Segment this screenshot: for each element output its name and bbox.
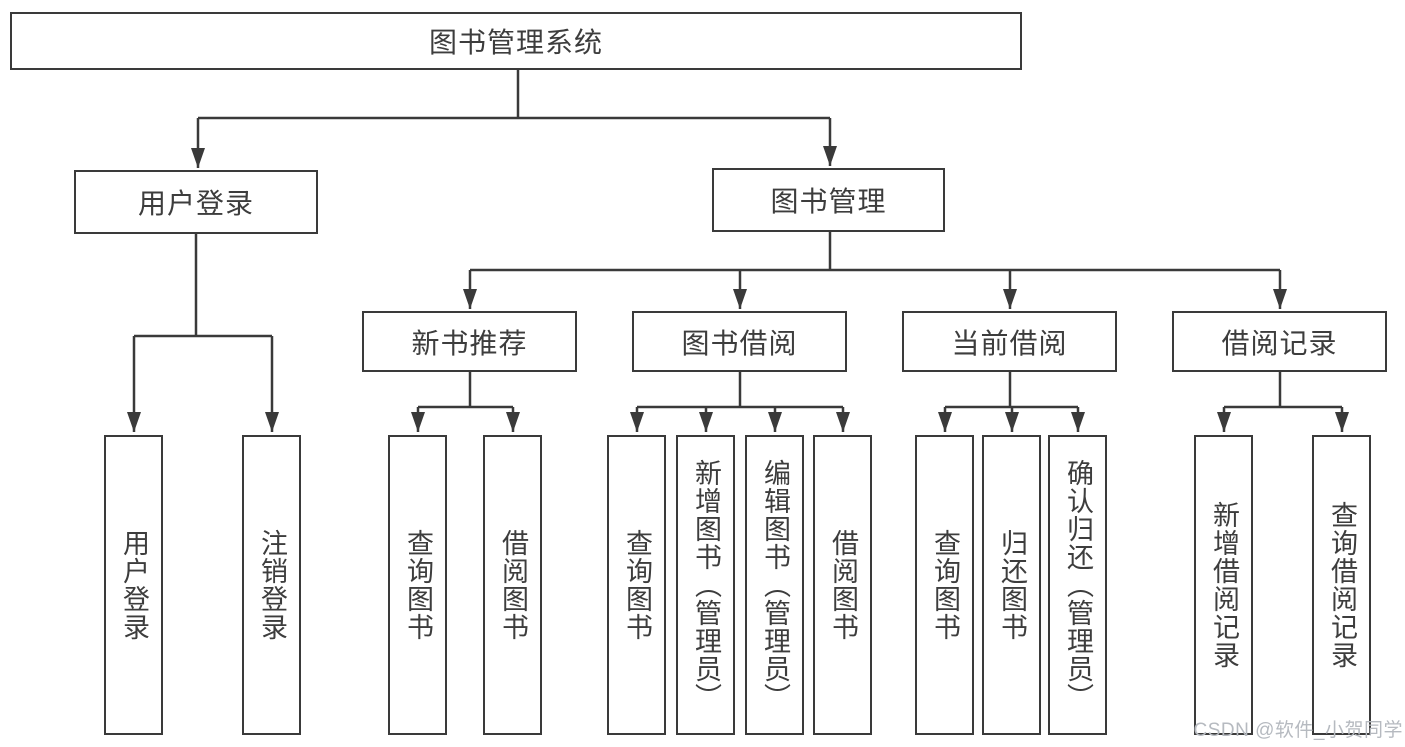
node-label: 编辑图书（管理员） [760,459,790,711]
node-label: 用户登录 [137,188,254,219]
node-label: 图书管理 [770,186,887,217]
node-recommend-borrow-book: 借阅图书 [483,435,542,735]
node-borrowing-edit-book-admin: 编辑图书（管理员） [745,435,804,735]
node-label: 图书借阅 [681,327,798,359]
node-leaf-logout: 注销登录 [242,435,301,735]
node-borrow-records: 借阅记录 [1172,311,1387,372]
node-leaf-user-login: 用户登录 [104,435,163,735]
node-borrowing-query-book: 查询图书 [607,435,666,735]
node-new-book-recommend: 新书推荐 [362,311,577,372]
node-label: 新增图书（管理员） [691,459,721,711]
node-borrowing-borrow-book: 借阅图书 [813,435,872,735]
node-label: 当前借阅 [951,327,1068,359]
node-current-query-book: 查询图书 [915,435,974,735]
node-borrowing-add-book-admin: 新增图书（管理员） [676,435,735,735]
node-current-return-book: 归还图书 [982,435,1041,735]
node-current-borrowing: 当前借阅 [902,311,1117,372]
node-current-confirm-return-admin: 确认归还（管理员） [1048,435,1107,735]
node-label: 借阅记录 [1221,327,1338,359]
node-label: 确认归还（管理员） [1063,459,1093,711]
node-label: 查询图书 [622,529,652,641]
node-label: 查询借阅记录 [1327,501,1357,669]
node-label: 借阅图书 [828,529,858,641]
connector-book-mgmt-split [463,232,1287,309]
node-label: 借阅图书 [498,529,528,641]
node-records-query-borrow-record: 查询借阅记录 [1312,435,1371,735]
node-label: 新书推荐 [411,327,528,359]
node-label: 查询图书 [403,529,433,641]
node-user-login: 用户登录 [74,170,318,234]
node-label: 注销登录 [257,529,287,641]
connector-user-login-split [127,234,279,432]
node-label: 归还图书 [997,529,1027,641]
connector-recommend-split [411,372,520,432]
connector-root-split [191,70,837,168]
node-book-management: 图书管理 [712,168,945,232]
csdn-watermark: CSDN @软件_小贺同学 [1193,720,1403,741]
node-records-add-borrow-record: 新增借阅记录 [1194,435,1253,735]
node-recommend-query-book: 查询图书 [388,435,447,735]
node-label: 图书管理系统 [428,27,603,58]
connector-current-split [938,372,1085,432]
node-label: 查询图书 [930,529,960,641]
connector-borrowing-split [630,372,850,432]
node-label: 用户登录 [119,529,149,641]
node-root-system: 图书管理系统 [10,12,1022,70]
node-book-borrowing: 图书借阅 [632,311,847,372]
connector-records-split [1217,372,1349,432]
node-label: 新增借阅记录 [1209,501,1239,669]
